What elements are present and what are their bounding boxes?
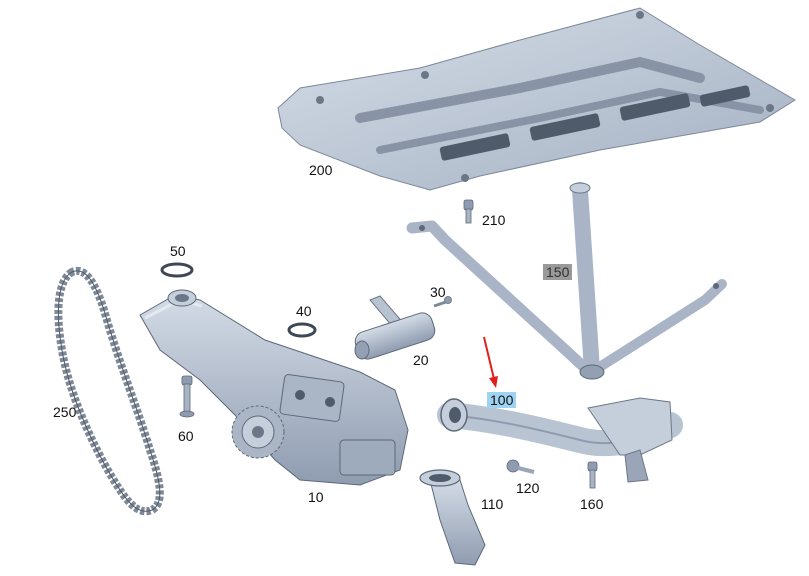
part-250-timing-chain[interactable] [54,266,164,516]
callout-30[interactable]: 30 [430,284,446,300]
callout-arrow [483,336,498,388]
callout-150[interactable]: 150 [543,264,573,280]
part-60-bolt[interactable] [179,375,195,418]
callout-110[interactable]: 110 [481,496,504,512]
part-100-oil-pickup-tube[interactable] [437,397,683,483]
part-160-bolt[interactable] [587,461,598,489]
callout-60[interactable]: 60 [178,428,194,444]
part-210-bolt[interactable] [463,199,474,224]
callout-120[interactable]: 120 [516,480,540,496]
callout-160[interactable]: 160 [580,496,604,512]
part-10-oil-pump[interactable] [139,289,409,486]
callout-100[interactable]: 100 [487,392,517,408]
callout-200[interactable]: 200 [309,162,333,178]
part-150-bracket[interactable] [406,182,727,380]
callout-40[interactable]: 40 [296,303,312,319]
part-200-baffle[interactable] [277,7,796,191]
part-50-seal-ring[interactable] [160,262,194,278]
part-110-pipe-elbow[interactable] [419,469,486,566]
callout-20[interactable]: 20 [413,352,429,368]
callout-10[interactable]: 10 [308,489,324,505]
callout-50[interactable]: 50 [170,243,186,259]
callout-250[interactable]: 250 [53,404,77,420]
part-40-seal-ring[interactable] [287,322,317,338]
part-120-bolt[interactable] [506,459,535,474]
callout-210[interactable]: 210 [482,212,506,228]
part-30-screw[interactable] [433,296,452,308]
part-20-control-valve[interactable] [353,295,438,362]
